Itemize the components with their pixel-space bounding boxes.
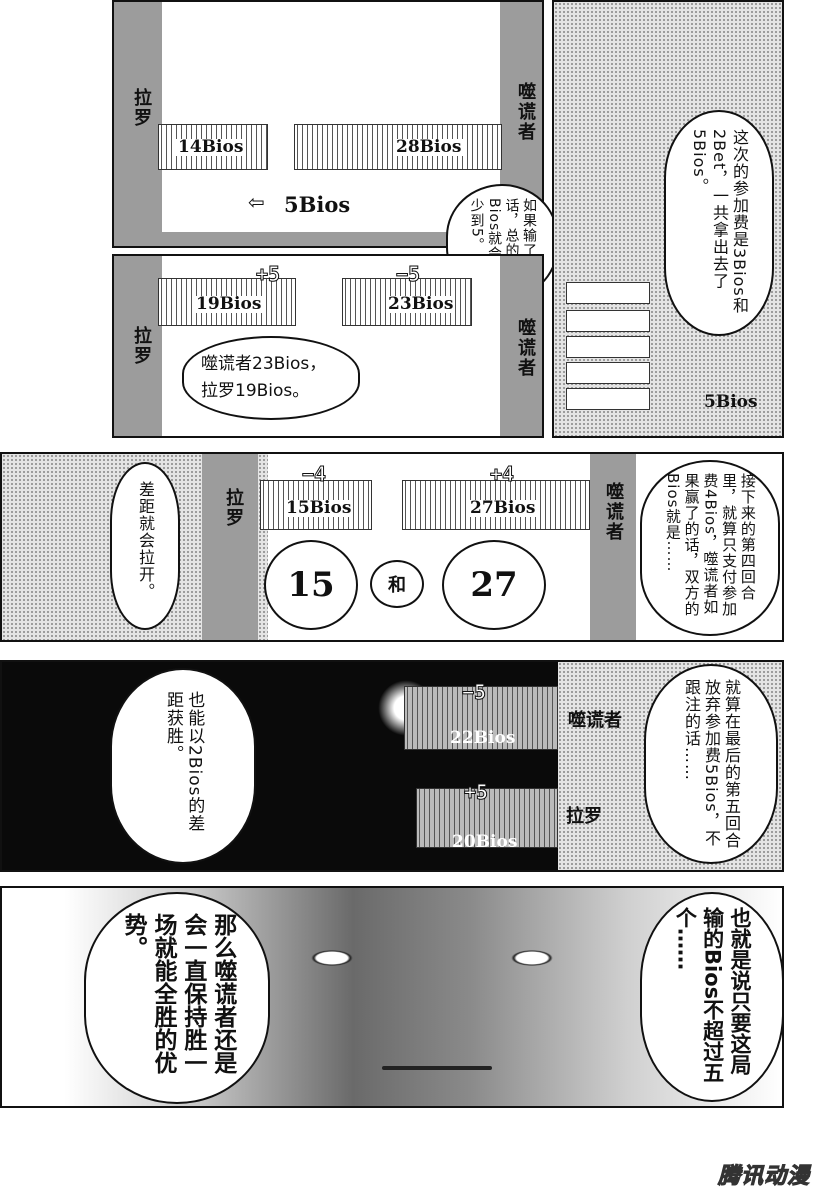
stack-label-left: 15Bios <box>284 498 354 518</box>
stack-label-left: 19Bios <box>194 294 264 314</box>
delta-top: −5 <box>461 680 487 705</box>
coin-bar-4 <box>566 362 650 384</box>
coin-bar-3 <box>566 336 650 358</box>
stack-label-left: 14Bios <box>176 137 246 157</box>
floor-stripe-right <box>590 454 636 640</box>
name-shihuangzhe: 噬谎者 <box>515 82 536 142</box>
speech-bubble-panel6-left: 那么噬谎者还是会一直保持胜一场就能全胜的优势。 <box>84 892 270 1104</box>
chip-stack-right <box>402 480 590 530</box>
face-mouth <box>382 1066 492 1070</box>
delta-left: +5 <box>255 262 281 287</box>
speech-bubble-panel5-left: 也能以2Bios的差距获胜。 <box>110 668 256 864</box>
watermark-logo: 腾讯动漫 <box>717 1164 810 1190</box>
coin-bar-5 <box>566 388 650 410</box>
floor-stripe-left <box>114 2 162 246</box>
delta-left: −4 <box>301 462 327 487</box>
floor-stripe-bottom <box>162 232 502 246</box>
speech-bubble-panel4-left: 差距就会拉开。 <box>110 462 180 630</box>
delta-right: +4 <box>489 462 515 487</box>
floor-stripe-right <box>500 256 542 436</box>
arrow-left-icon: ⇦ <box>248 190 265 214</box>
delta-right: −5 <box>395 262 421 287</box>
stack-label-bottom: 20Bios <box>452 832 518 852</box>
speech-bubble-panel6-right: 也就是说只要这局输的Bios不超过五个…… <box>640 892 784 1102</box>
stack-label-right: 23Bios <box>386 294 456 314</box>
pot-amount: 5Bios <box>284 192 351 217</box>
delta-bottom: +5 <box>463 780 489 805</box>
name-laluo: 拉罗 <box>223 488 244 528</box>
word-and: 和 <box>370 560 424 608</box>
name-laluo: 拉罗 <box>131 326 152 366</box>
name-shihuangzhe: 噬谎者 <box>568 710 622 731</box>
speech-bubble-panel3: 这次的参加费是3Bios和2Bet，一共拿出去了5Bios。 <box>664 110 774 336</box>
stack-label-top: 22Bios <box>450 728 516 748</box>
name-laluo: 拉罗 <box>566 806 602 827</box>
speech-bubble-panel4-right: 接下来的第四回合里，就算只支付参加费4Bios，噬谎者如果赢了的话，双方的Bio… <box>640 460 780 636</box>
chip-stack-top <box>404 686 558 750</box>
face-eyes <box>242 928 622 988</box>
stack-label-right: 28Bios <box>394 137 464 157</box>
speech-bubble-panel5-right: 就算在最后的第五回合放弃参加费5Bios，不跟注的话…… <box>644 664 778 864</box>
panel-1: 拉罗 噬谎者 14Bios 28Bios ⇦ 5Bios <box>112 0 544 248</box>
coin-bar-2 <box>566 310 650 332</box>
stack-label: 5Bios <box>704 392 758 412</box>
name-shihuangzhe: 噬谎者 <box>603 482 624 542</box>
name-laluo: 拉罗 <box>131 88 152 128</box>
name-shihuangzhe: 噬谎者 <box>515 318 536 378</box>
chip-stack-bottom <box>416 788 558 848</box>
number-left: 15 <box>264 540 358 630</box>
floor-stripe-left <box>114 256 162 436</box>
number-right: 27 <box>442 540 546 630</box>
speech-bubble-panel2: 噬谎者23Bios，拉罗19Bios。 <box>182 336 360 420</box>
stack-label-right: 27Bios <box>468 498 538 518</box>
floor-stripe-left <box>202 454 258 640</box>
coin-bar-1 <box>566 282 650 304</box>
